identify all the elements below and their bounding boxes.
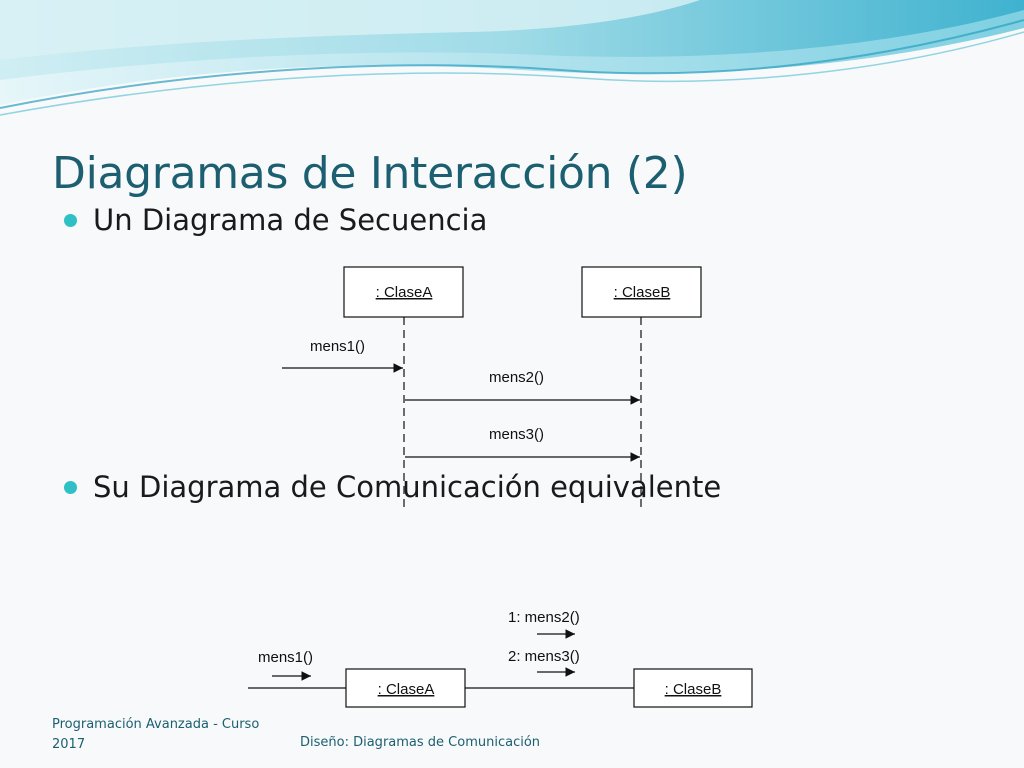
object-label-clasea: : ClaseA [376, 284, 433, 301]
object-clasea: : ClaseA [345, 668, 466, 708]
bullet-communication-diagram: Su Diagrama de Comunicación equivalente [64, 470, 721, 504]
header-wave-decoration [0, 0, 1024, 116]
bullet-dot-icon [64, 213, 77, 227]
footer-course-line2: 2017 [52, 737, 86, 752]
bullet-text: Su Diagrama de Comunicación equivalente [93, 470, 722, 504]
message-label: mens1() [310, 338, 365, 355]
message-mens2: mens2() [405, 369, 640, 405]
bullet-dot-icon [64, 480, 77, 494]
message-1-mens2: 1: mens2() [508, 609, 580, 639]
object-label-claseb: : ClaseB [665, 681, 722, 698]
object-label-claseb: : ClaseB [614, 284, 671, 301]
object-label-clasea: : ClaseA [378, 681, 435, 698]
message-label: mens1() [258, 649, 313, 666]
message-mens1: mens1() [282, 338, 403, 373]
bullet-text: Un Diagrama de Secuencia [93, 203, 488, 237]
message-label: 1: mens2() [508, 609, 580, 626]
message-mens3: mens3() [405, 426, 640, 462]
slide-title: Diagramas de Interacción (2) [52, 148, 688, 199]
footer-topic: Diseño: Diagramas de Comunicación [300, 735, 541, 750]
object-claseb: : ClaseB [633, 668, 753, 708]
footer-course-line1: Programación Avanzada - Curso [52, 717, 260, 732]
message-incoming-mens1: mens1() [258, 649, 313, 681]
bullet-sequence-diagram: Un Diagrama de Secuencia [64, 203, 487, 237]
message-label: 2: mens3() [508, 648, 580, 665]
footer-course: Programación Avanzada - Curso 2017 [52, 715, 259, 755]
message-2-mens3: 2: mens3() [508, 648, 580, 677]
message-label: mens3() [489, 426, 544, 443]
message-label: mens2() [489, 369, 544, 386]
